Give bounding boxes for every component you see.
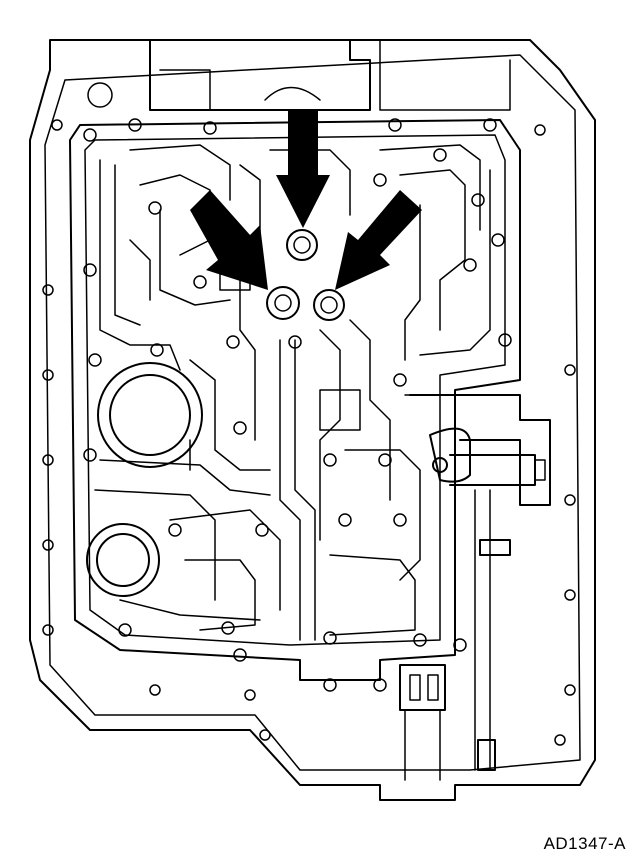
manual-lever-assembly (409, 394, 551, 771)
highlighted-bolts (266, 229, 345, 321)
fluid-passages (94, 144, 491, 641)
bolt-left (266, 286, 300, 320)
valve-body-plate (69, 119, 521, 681)
case-bolt-holes (42, 82, 576, 746)
figure-id-label: AD1347-A (543, 834, 626, 853)
bolt-right (313, 289, 345, 321)
top-boss (149, 39, 511, 111)
arrow-icon (190, 190, 268, 290)
case-outline (29, 39, 596, 801)
solenoid-connector (399, 664, 446, 781)
arrow-icon (335, 190, 422, 290)
callout-arrows (190, 110, 422, 290)
arrow-icon (276, 110, 330, 228)
valve-body-bolt-holes (83, 118, 512, 692)
bolt-top (286, 229, 318, 261)
accumulator-bores (86, 362, 203, 597)
